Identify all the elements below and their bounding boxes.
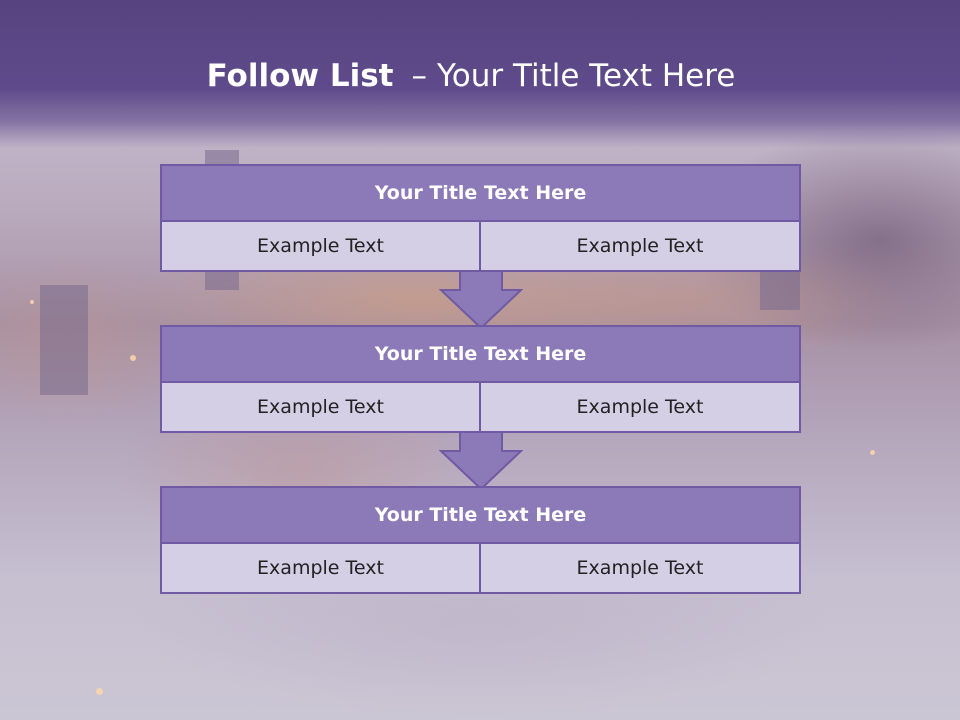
flow-block-right-text: Example Text xyxy=(479,220,801,272)
city-light xyxy=(96,688,103,695)
slide-title-dash: – xyxy=(411,58,427,94)
building-silhouette xyxy=(40,285,88,395)
title-header-band xyxy=(0,0,960,148)
slide-title: Follow List–Your Title Text Here xyxy=(0,52,942,100)
slide-title-rest: Your Title Text Here xyxy=(436,58,736,94)
city-light xyxy=(870,450,875,455)
flow-block-3: Your Title Text Here Example Text Exampl… xyxy=(160,486,801,594)
city-light xyxy=(130,355,136,361)
building-silhouette xyxy=(760,270,800,310)
flow-block-title: Your Title Text Here xyxy=(160,486,801,544)
down-arrow-icon xyxy=(439,431,523,491)
flow-block-1: Your Title Text Here Example Text Exampl… xyxy=(160,164,801,272)
flow-block-2: Your Title Text Here Example Text Exampl… xyxy=(160,325,801,433)
flow-block-left-text: Example Text xyxy=(160,381,481,433)
flow-block-right-text: Example Text xyxy=(479,381,801,433)
city-light xyxy=(30,300,34,304)
flow-block-left-text: Example Text xyxy=(160,542,481,594)
down-arrow-icon xyxy=(439,270,523,330)
flow-block-right-text: Example Text xyxy=(479,542,801,594)
slide-title-bold: Follow List xyxy=(206,58,394,94)
flow-block-title: Your Title Text Here xyxy=(160,164,801,222)
flow-block-title: Your Title Text Here xyxy=(160,325,801,383)
flow-block-left-text: Example Text xyxy=(160,220,481,272)
